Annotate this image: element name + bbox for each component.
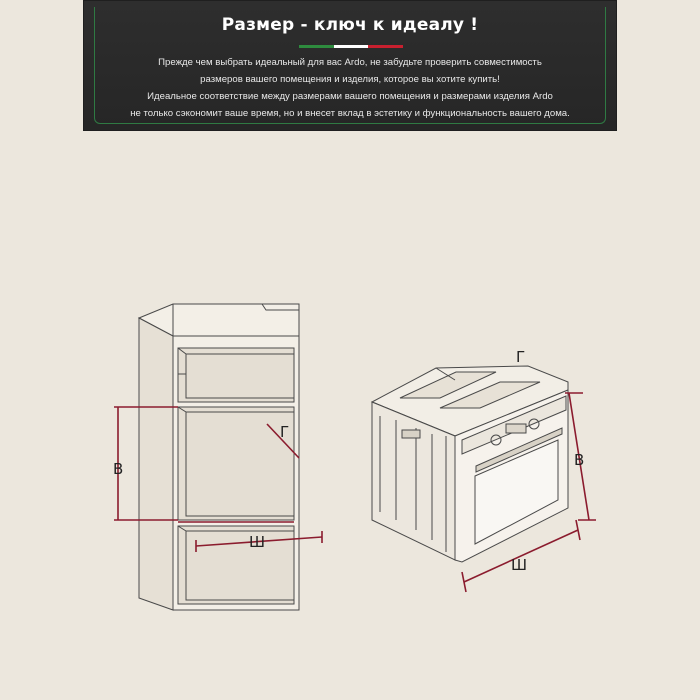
italian-flag-stripe [299,45,404,48]
oven-height-label: В [574,451,584,469]
oven-depth-label: Г [516,348,525,366]
description-line-3: Идеальное соответствие между размерами в… [147,91,553,102]
cabinet-drawing [137,303,300,611]
oven-width-line [463,529,579,583]
oven-dimensions [461,392,596,593]
page-title: Размер - ключ к идеалу ! [221,15,479,35]
flag-white [333,45,369,48]
oven-height-line [568,392,590,521]
flag-green [299,45,334,48]
header-banner: Размер - ключ к идеалу ! Прежде чем выбр… [83,0,617,131]
cabinet-width-label: Ш [249,533,265,551]
cabinet-dimensions [114,406,323,552]
cabinet-depth-line [266,423,300,459]
oven-drawing [370,365,569,563]
description-line-4: не только сэкономит ваше время, но и вне… [130,108,570,119]
description-line-2: размеров вашего помещения и изделия, кот… [200,74,500,85]
oven-width-label: Ш [511,556,527,574]
header-description: Прежде чем выбрать идеальный для вас Ard… [84,54,616,122]
header-frame [94,7,606,124]
cabinet-width-line [195,536,323,547]
cabinet-height-label: В [113,460,123,478]
cabinet-depth-label: Г [280,423,289,441]
flag-red [368,45,404,48]
description-line-1: Прежде чем выбрать идеальный для вас Ard… [158,57,542,68]
